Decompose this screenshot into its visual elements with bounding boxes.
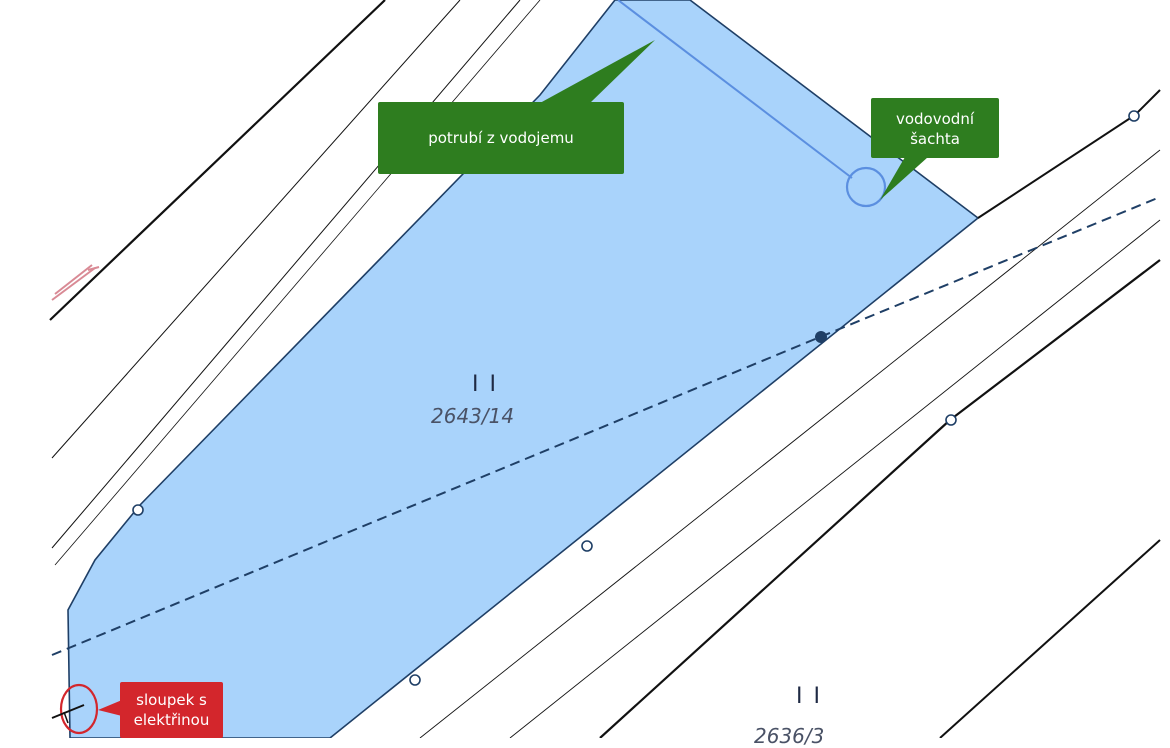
callout-water-shaft: vodovodní šachta (871, 98, 999, 158)
callout-pole-text-2: elektřinou (133, 711, 210, 729)
callout-pointer-shaft (880, 157, 928, 200)
callout-shaft-text-1: vodovodní (895, 110, 974, 128)
dashed-boundary-line (51, 196, 1161, 656)
pink-symbol (51, 264, 100, 301)
parcel-lower-class: I I (796, 684, 822, 709)
survey-point (132, 504, 144, 516)
callout-pipe: potrubí z vodojemu (378, 102, 624, 174)
callout-pole-text-1: sloupek s (136, 691, 207, 709)
survey-point (945, 414, 957, 426)
survey-points (132, 110, 1140, 686)
water-shaft-marker[interactable] (845, 166, 887, 208)
callout-pointer-pole (98, 700, 122, 716)
callout-pipe-text: potrubí z vodojemu (428, 129, 574, 147)
survey-point-filled (815, 331, 827, 343)
survey-point (581, 540, 593, 552)
electric-pole-symbol[interactable] (51, 683, 99, 735)
boundary-lines-upper-left (49, 0, 541, 566)
water-pipe-line (617, 0, 853, 179)
survey-point (1128, 110, 1140, 122)
callout-pointer-pipe (540, 40, 655, 103)
survey-point (409, 674, 421, 686)
parcel-main-number: 2643/14 (431, 404, 515, 428)
callout-electric-pole: sloupek s elektřinou (120, 682, 223, 738)
callout-shaft-text-2: šachta (910, 130, 960, 148)
parcel-lower-number: 2636/3 (754, 724, 825, 748)
parcel-main-class: I I (472, 372, 498, 397)
boundary-lines-lower-right (419, 89, 1161, 738)
